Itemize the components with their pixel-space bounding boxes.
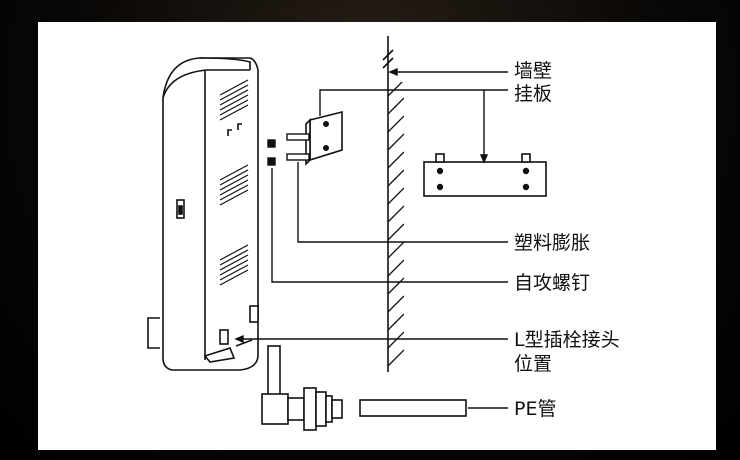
label-plastic-anchor: 塑料膨胀 [514,232,591,254]
leader-lines [234,67,508,409]
pe-pipe [359,399,467,417]
hanging-plate-front-view [423,153,547,197]
purifier-unit [147,57,259,371]
screws-and-anchors [267,133,310,166]
wall [382,36,404,372]
white-panel [38,22,716,450]
label-wall: 墙壁 [514,60,553,82]
label-self-tapping-screw: 自攻螺钉 [514,272,591,294]
hanging-plate [305,110,343,166]
vent-grille [219,79,249,286]
label-l-connector: L型插栓接头 [514,329,620,351]
label-pe-pipe: PE管 [514,398,557,420]
l-type-connector [261,345,343,431]
label-l-connector-position: 位置 [514,353,553,375]
label-hanging-plate: 挂板 [514,83,553,105]
